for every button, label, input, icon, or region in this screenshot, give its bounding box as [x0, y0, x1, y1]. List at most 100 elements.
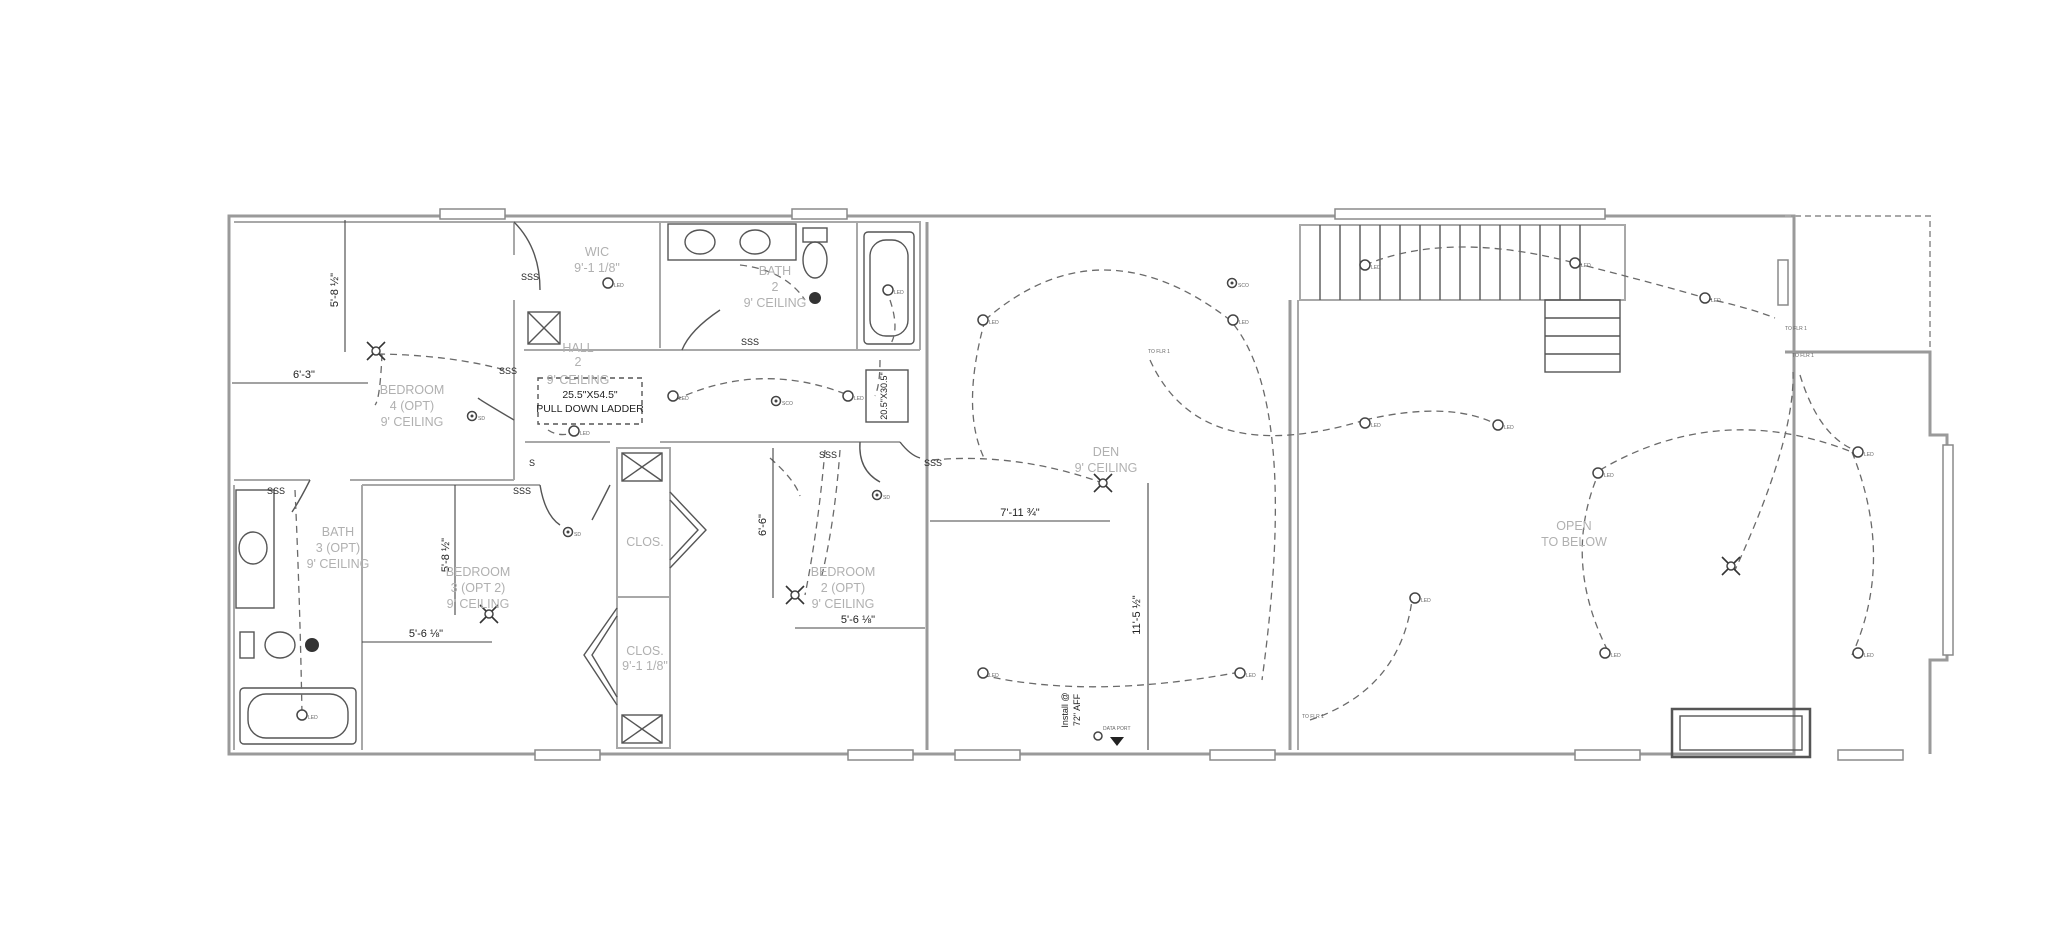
svg-text:9' CEILING: 9' CEILING	[307, 557, 370, 571]
data-port-icon	[1093, 731, 1103, 741]
led-light: LED	[667, 390, 689, 402]
svg-text:TO FLR 1: TO FLR 1	[1792, 353, 1814, 359]
ceiling-fan	[785, 585, 805, 605]
stair-treads	[1319, 225, 1621, 373]
led-light: LED	[1699, 292, 1721, 304]
led-light: LED	[842, 390, 864, 402]
svg-text:20.5"X30.5": 20.5"X30.5"	[879, 372, 889, 419]
svg-text:BEDROOM: BEDROOM	[446, 565, 511, 579]
svg-text:LED: LED	[1421, 598, 1431, 604]
switch-bath2: SSS	[741, 337, 759, 347]
svg-text:LED: LED	[1611, 653, 1621, 659]
svg-text:PULL DOWN LADDER: PULL DOWN LADDER	[536, 403, 644, 415]
svg-text:7'-11 ¾": 7'-11 ¾"	[1000, 507, 1040, 519]
return-air-grille: 20.5"X30.5"	[865, 369, 909, 423]
svg-text:LED: LED	[989, 673, 999, 679]
svg-text:9' CEILING: 9' CEILING	[381, 415, 444, 429]
svg-text:4 (OPT): 4 (OPT)	[390, 399, 434, 413]
svg-text:6'-6": 6'-6"	[757, 514, 769, 536]
svg-text:LED: LED	[580, 431, 590, 437]
ceiling-fan	[479, 604, 499, 624]
svg-text:9' CEILING: 9' CEILING	[744, 296, 807, 310]
attic-ladder: 25.5"X54.5" PULL DOWN LADDER	[536, 377, 644, 425]
room-closet-2: CLOS. 9'-1 1/8"	[622, 644, 668, 673]
svg-text:DATA PORT: DATA PORT	[1103, 726, 1131, 732]
led-light: LED	[602, 277, 624, 289]
led-light: LED	[568, 425, 590, 437]
switch-den: SSS	[924, 458, 942, 468]
svg-text:9' CEILING: 9' CEILING	[547, 373, 610, 387]
svg-text:TO FLR 1: TO FLR 1	[1148, 349, 1170, 355]
svg-text:Install @: Install @	[1060, 692, 1070, 727]
room-bedroom3: BEDROOM 3 (OPT 2) 9' CEILING	[446, 565, 511, 611]
svg-text:6'-3": 6'-3"	[293, 369, 315, 381]
room-hall: HALL 2 9' CEILING	[547, 341, 610, 387]
svg-text:2 (OPT): 2 (OPT)	[821, 581, 865, 595]
led-light: LED	[1227, 314, 1249, 326]
svg-text:LED: LED	[1371, 265, 1381, 271]
ceiling-fans	[366, 341, 1741, 624]
dimensions: 5'-8 ½" 6'-3" 5'-8 ½" 5'-6 ⅛" 6'-6" 5'-6…	[232, 220, 1149, 750]
svg-text:LED: LED	[989, 320, 999, 326]
led-light: LED	[1492, 419, 1514, 431]
svg-text:LED: LED	[308, 715, 318, 721]
smoke-detector: SD	[466, 410, 485, 422]
ceiling-fan	[1721, 556, 1741, 576]
svg-text:5'-8 ½": 5'-8 ½"	[440, 538, 452, 572]
svg-text:LED: LED	[1711, 298, 1721, 304]
svg-text:LED: LED	[614, 283, 624, 289]
co-detector: SCO	[770, 395, 793, 407]
led-lights: LED LED LED LED LED LED LED LED LED LED …	[296, 257, 1874, 721]
svg-text:LED: LED	[1371, 423, 1381, 429]
svg-text:72" AFF: 72" AFF	[1072, 693, 1082, 726]
svg-text:LED: LED	[679, 396, 689, 402]
room-closet-1: CLOS.	[626, 535, 664, 549]
led-light: LED	[1234, 667, 1256, 679]
svg-text:TO FLR 1: TO FLR 1	[1785, 326, 1807, 332]
windows	[439, 208, 1954, 761]
svg-text:SD: SD	[478, 416, 485, 422]
switch-hall: S	[529, 458, 535, 468]
switch-bedroom3: SSS	[513, 486, 531, 496]
room-bath3: BATH 3 (OPT) 9' CEILING	[307, 525, 370, 571]
ceiling-fan	[366, 341, 386, 361]
svg-text:CLOS.: CLOS.	[626, 644, 664, 658]
svg-text:OPEN: OPEN	[1556, 519, 1591, 533]
room-den: DEN 9' CEILING	[1075, 445, 1138, 475]
svg-text:BEDROOM: BEDROOM	[811, 565, 876, 579]
svg-text:9'-1 1/8": 9'-1 1/8"	[622, 659, 668, 673]
bath3-fixtures	[235, 489, 357, 745]
svg-text:9'-1 1/8": 9'-1 1/8"	[574, 261, 620, 275]
svg-text:9' CEILING: 9' CEILING	[812, 597, 875, 611]
interior-walls	[233, 221, 1626, 750]
led-light: LED	[1569, 257, 1591, 269]
notes: Install @ 72" AFF DATA PORT TO FLR 1 TO …	[1060, 326, 1814, 746]
svg-text:11'-5 ½": 11'-5 ½"	[1131, 595, 1143, 635]
svg-text:2: 2	[575, 355, 582, 369]
svg-text:TO FLR 1: TO FLR 1	[1302, 714, 1324, 720]
switch-bath3: SSS	[267, 486, 285, 496]
svg-text:5'-6 ⅛": 5'-6 ⅛"	[409, 628, 443, 640]
svg-text:LED: LED	[1604, 473, 1614, 479]
led-light: LED	[1359, 259, 1381, 271]
svg-text:LED: LED	[1864, 653, 1874, 659]
svg-text:9' CEILING: 9' CEILING	[1075, 461, 1138, 475]
led-light: LED	[1409, 592, 1431, 604]
svg-text:2: 2	[772, 280, 779, 294]
led-light: LED	[977, 314, 999, 326]
led-light: LED	[1599, 647, 1621, 659]
svg-text:WIC: WIC	[585, 245, 609, 259]
svg-text:BATH: BATH	[759, 264, 791, 278]
closet-bifold-doors	[583, 491, 707, 706]
bath2-fixtures	[667, 223, 915, 345]
svg-text:5'-8 ½": 5'-8 ½"	[329, 273, 341, 307]
svg-text:TO BELOW: TO BELOW	[1541, 535, 1607, 549]
svg-text:LED: LED	[1239, 320, 1249, 326]
svg-text:DEN: DEN	[1093, 445, 1119, 459]
svg-text:3 (OPT 2): 3 (OPT 2)	[451, 581, 506, 595]
co-detector: SCO	[1226, 277, 1249, 289]
led-light: LED	[1359, 417, 1381, 429]
led-light: LED	[1592, 467, 1614, 479]
svg-text:LED: LED	[1504, 425, 1514, 431]
